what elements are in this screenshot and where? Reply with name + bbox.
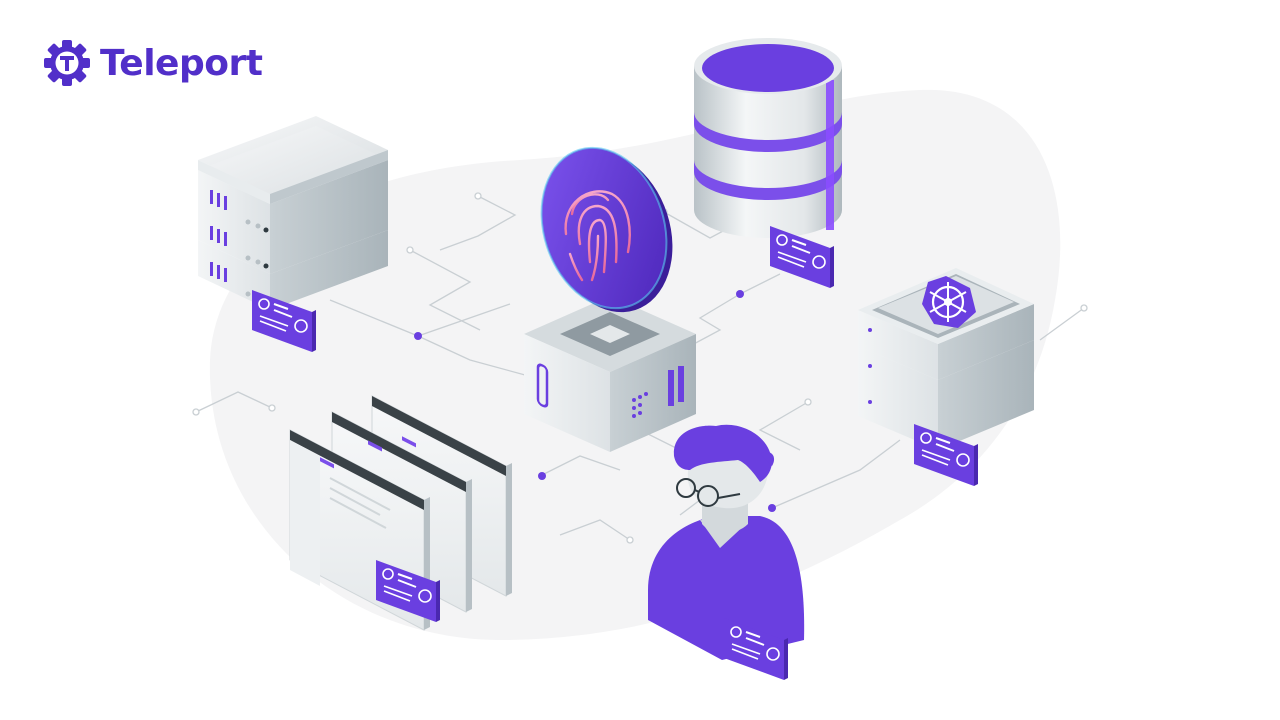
kubernetes-wheel-icon bbox=[922, 276, 976, 328]
fingerprint-token-icon bbox=[540, 146, 673, 313]
brand-header[interactable]: Teleport bbox=[42, 38, 263, 88]
kubernetes-cluster-icon bbox=[858, 268, 1034, 487]
brand-name: Teleport bbox=[100, 42, 263, 84]
user-avatar-icon bbox=[648, 424, 805, 681]
network-active-nodes bbox=[414, 290, 776, 512]
teleport-gear-t-icon bbox=[44, 40, 90, 86]
database-icon bbox=[694, 38, 842, 289]
glasses-icon bbox=[676, 478, 741, 507]
secure-access-cube-icon bbox=[524, 296, 696, 452]
fingerprint-icon bbox=[564, 190, 631, 282]
browser-windows-icon bbox=[289, 395, 512, 631]
server-rack-icon bbox=[198, 116, 388, 353]
network-lines bbox=[195, 195, 1085, 541]
